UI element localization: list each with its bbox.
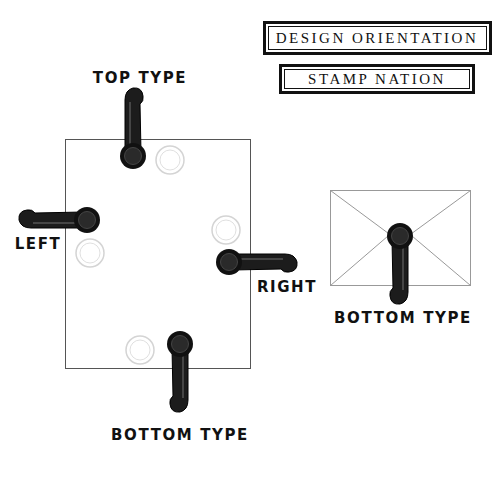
embosser-handle <box>387 223 413 304</box>
orientation-label: BOTTOM TYPE <box>334 309 472 327</box>
orientation-label: TOP TYPE <box>93 69 187 87</box>
title-box: DESIGN ORIENTATION <box>263 21 492 55</box>
seal-impression <box>76 239 104 267</box>
seal-impression <box>212 216 240 244</box>
embosser-handle <box>19 207 100 233</box>
embosser-handle <box>167 331 193 412</box>
embosser-handle <box>120 88 146 169</box>
orientation-label: RIGHT <box>257 278 317 296</box>
title-box: STAMP NATION <box>279 64 475 94</box>
orientation-label: LEFT <box>15 235 62 253</box>
seal-impression <box>126 336 154 364</box>
seal-impression <box>156 146 184 174</box>
title-text: STAMP NATION <box>308 71 446 88</box>
embosser-handle <box>216 249 297 275</box>
title-text: DESIGN ORIENTATION <box>276 30 479 47</box>
orientation-label: BOTTOM TYPE <box>111 426 249 444</box>
